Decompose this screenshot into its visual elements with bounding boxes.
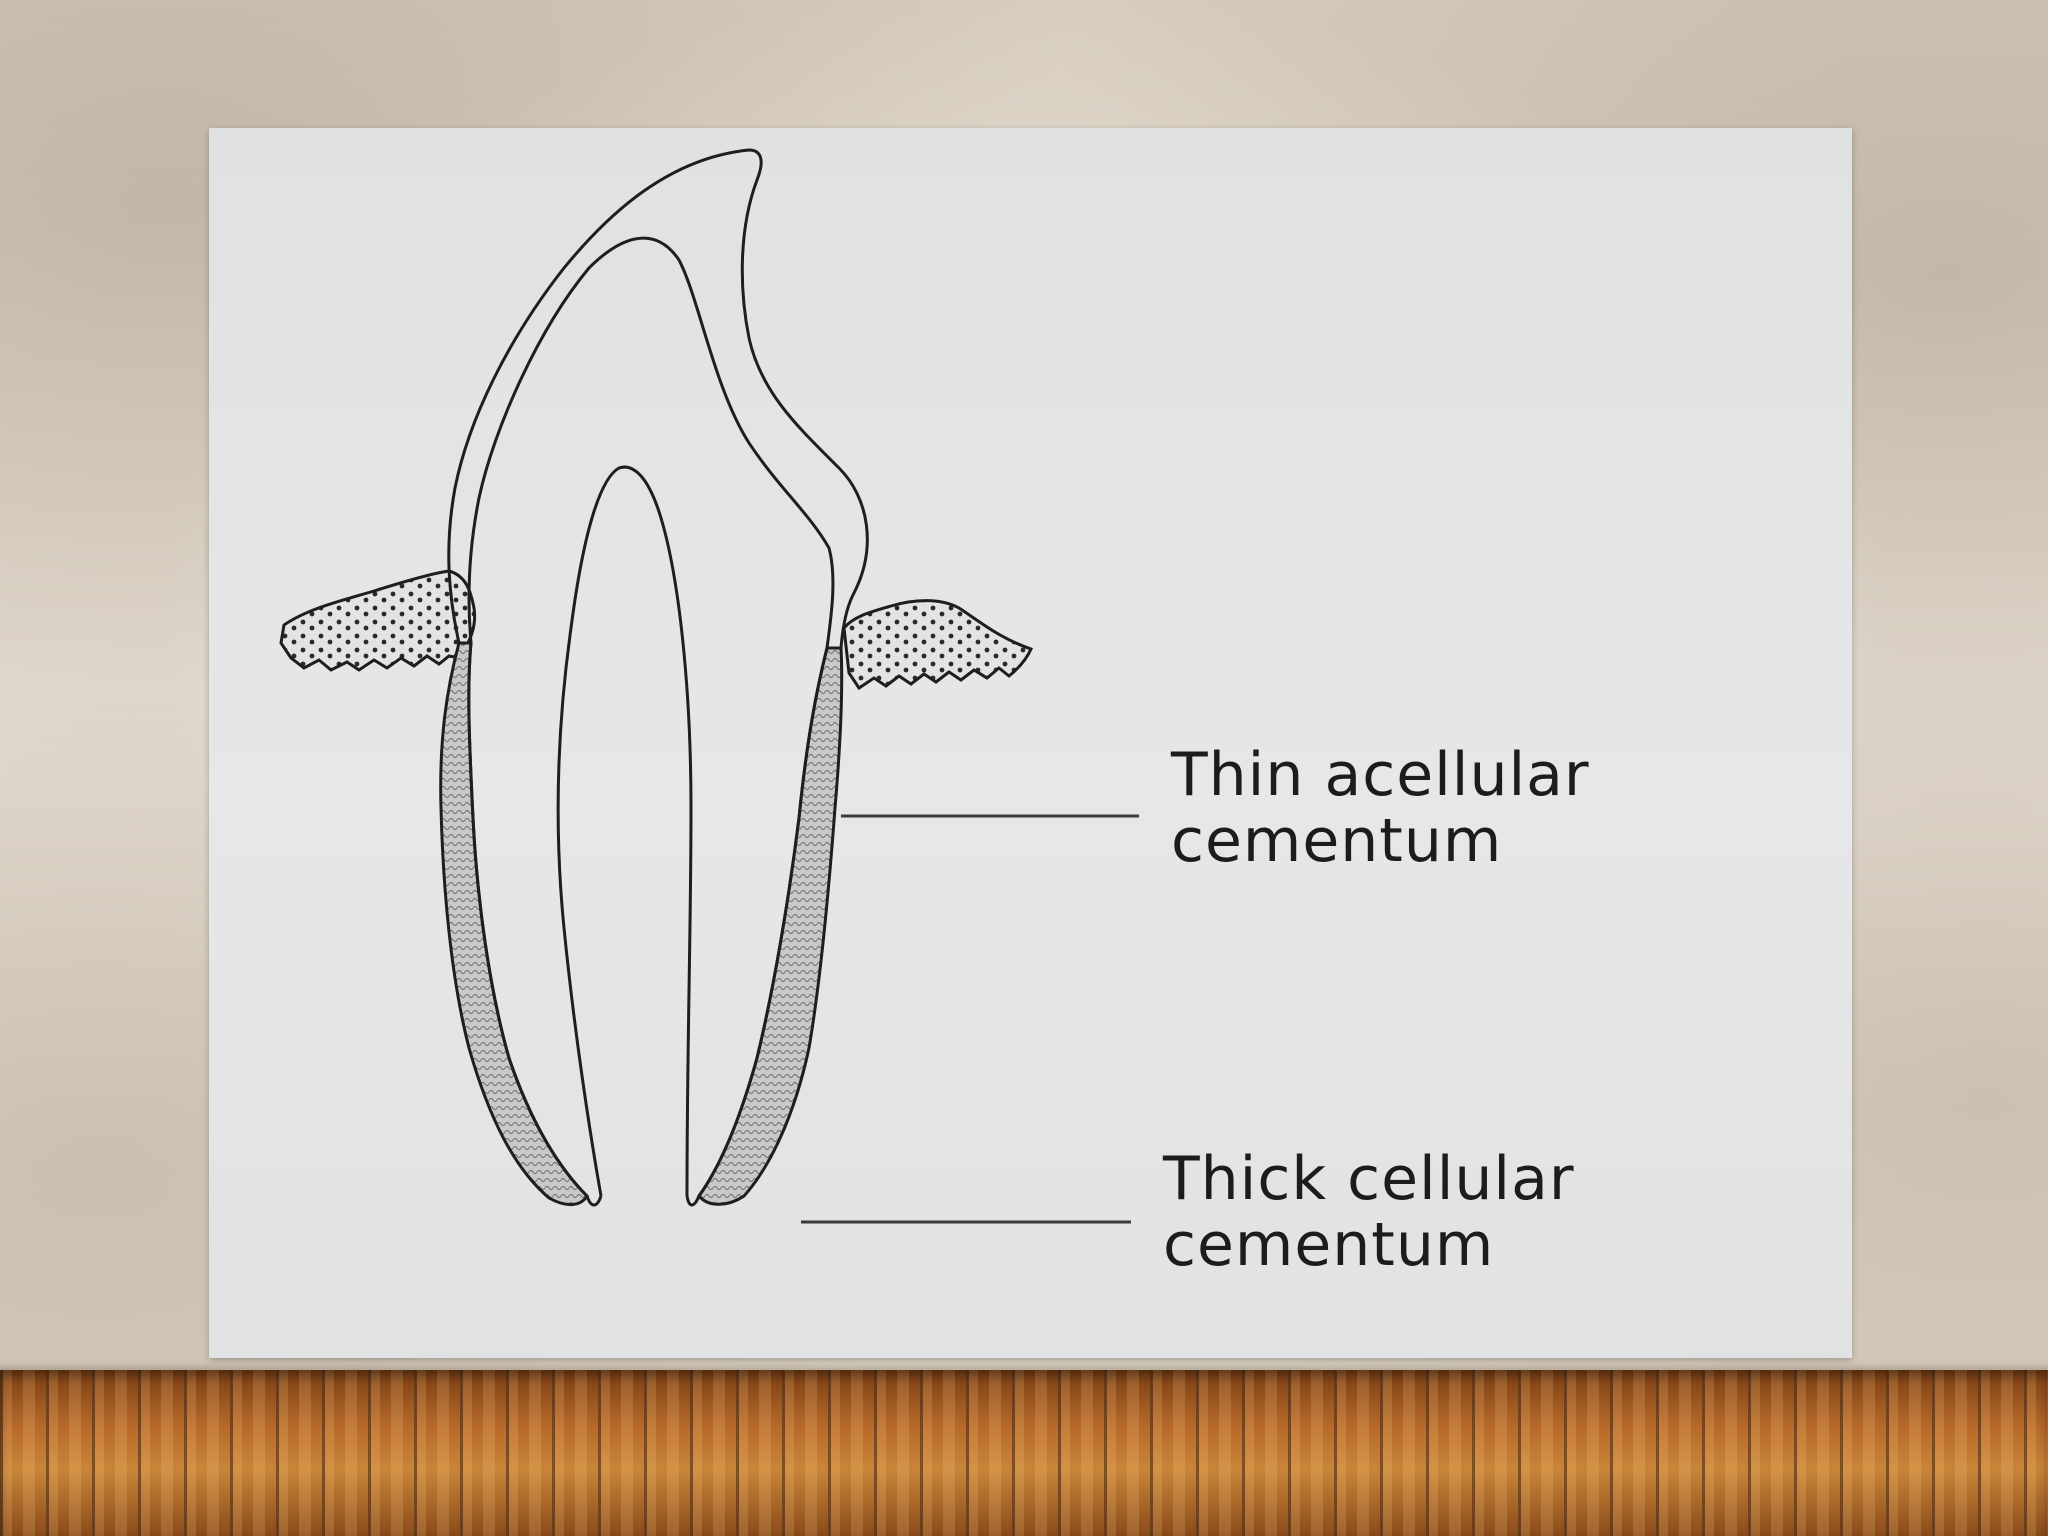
diagram-panel: Thin acellular cementum Thick cellular c… (209, 128, 1852, 1358)
label-thick-cellular-cementum: Thick cellular cementum (1163, 1146, 1575, 1278)
label-thick-line2: cementum (1163, 1210, 1495, 1280)
label-thick-line1: Thick cellular (1163, 1144, 1575, 1214)
wood-floor (0, 1370, 2048, 1536)
enamel-outline (447, 148, 869, 649)
label-thin-line2: cementum (1171, 806, 1503, 876)
tooth-diagram (279, 148, 1139, 1224)
pulp-canal (556, 465, 693, 1197)
alveolar-bone-right (842, 599, 1034, 691)
cellular-cementum-right (697, 646, 844, 1206)
floor-shadow (0, 1362, 2048, 1372)
label-thin-acellular-cementum: Thin acellular cementum (1171, 742, 1590, 874)
dentin-outline (467, 236, 835, 1207)
label-thin-line1: Thin acellular (1171, 740, 1590, 810)
alveolar-bone-left (279, 569, 477, 672)
